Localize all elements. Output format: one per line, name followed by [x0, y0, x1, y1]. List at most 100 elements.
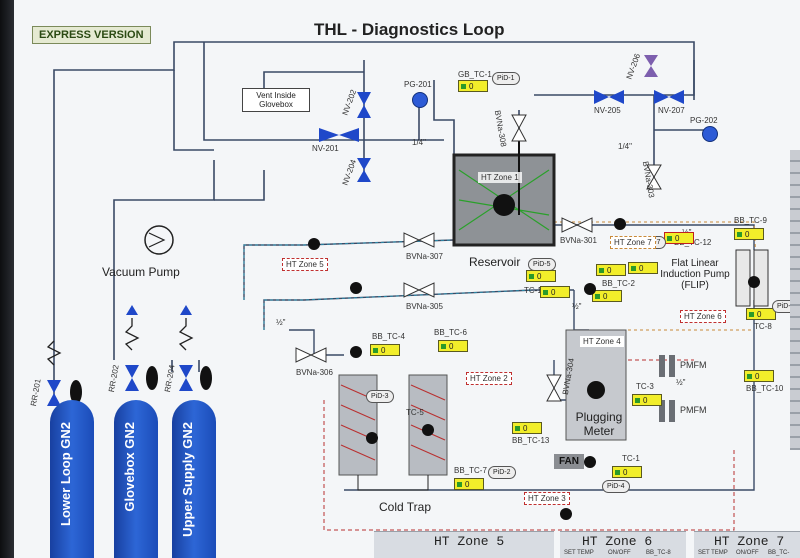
on-off-label-2: ON/OFF — [736, 550, 759, 556]
ht-zone-5-panel-title: HT Zone 5 — [434, 534, 505, 549]
tc-11-display: 0 — [540, 286, 570, 298]
tc-5-label: TC-5 — [406, 408, 424, 417]
blank-tc-display-1: 0 — [526, 270, 556, 282]
pmfm-label-1: PMFM — [680, 360, 707, 370]
status-dot-9 — [560, 508, 572, 520]
nv207-label: NV-207 — [658, 106, 685, 115]
bb-tc-8-label: BB_TC-8 — [646, 550, 671, 556]
bb-tc-2-label: BB_TC-2 — [602, 279, 635, 288]
pid-1-button[interactable]: PiD-1 — [492, 72, 520, 85]
bb-tc-12-display: 0 — [664, 232, 694, 244]
status-dot-8 — [422, 424, 434, 436]
nv201-label: NV-201 — [312, 144, 339, 153]
ht-zone-7-panel[interactable]: HT Zone 7 SET TEMP ON/OFF BB_TC- — [694, 531, 800, 558]
vac-branch — [214, 170, 265, 201]
ht-zone-3-label: HT Zone 3 — [524, 492, 570, 505]
pressure-gauge-pg202 — [702, 126, 718, 142]
tc-8-display: 0 — [746, 308, 776, 320]
bb-tc-10-label: BB_TC-10 — [746, 384, 784, 393]
gb-tc-1-display: 0 — [458, 80, 488, 92]
set-temp-label-1: SET TEMP — [564, 550, 594, 556]
reservoir-label: Reservoir — [469, 255, 521, 269]
ht-zone-2-label: HT Zone 2 — [466, 372, 512, 385]
ht-zone-5-panel[interactable]: HT Zone 5 — [374, 531, 554, 558]
valve-symbols — [47, 55, 684, 406]
tc-3-display: 0 — [632, 394, 662, 406]
bb-tc-4-label: BB_TC-4 — [372, 332, 405, 341]
vent-label: Vent Inside Glovebox — [242, 88, 310, 112]
pg202-label: PG-202 — [690, 116, 718, 125]
vacuum-pump-label: Vacuum Pump — [102, 265, 180, 279]
status-dot-5 — [584, 283, 596, 295]
diagram-screen: EXPRESS VERSION THL - Diagnostics Loop V… — [14, 0, 800, 558]
pid-4-button[interactable]: PiD-4 — [602, 480, 630, 493]
bb-tc-7-display: 0 — [454, 478, 484, 490]
express-version-badge: EXPRESS VERSION — [32, 26, 151, 44]
half-inch-label-1: ½" — [276, 318, 286, 327]
bb-tc-last-label: BB_TC- — [768, 550, 790, 556]
manifold-line — [173, 70, 214, 151]
tc-3-label: TC-3 — [636, 382, 654, 391]
ht-zone-5-label: HT Zone 5 — [282, 258, 328, 271]
bb-tc-4-display: 0 — [370, 344, 400, 356]
bb-tc-2-display: 0 — [592, 290, 622, 302]
bb-tc-7-label: BB_TC-7 — [454, 466, 487, 475]
bb-tc-13-display: 0 — [512, 422, 542, 434]
bb-tc-6-display: 0 — [438, 340, 468, 352]
ht-zone-7-panel-title: HT Zone 7 — [714, 534, 785, 549]
bvna306-line — [289, 329, 344, 356]
status-dot-2 — [350, 282, 362, 294]
gb-tc-1-label: GB_TC-1 — [458, 70, 492, 79]
tc-8-label: TC-8 — [754, 322, 772, 331]
upper-supply-gn2-cylinder: Upper Supply GN2 — [172, 400, 216, 558]
ht-zone-6-panel-title: HT Zone 6 — [582, 534, 653, 549]
gb-line — [433, 80, 455, 155]
return-line — [344, 300, 755, 491]
pid-2-button[interactable]: PiD-2 — [488, 466, 516, 479]
half-inch-label-2: ½" — [572, 302, 582, 311]
upper-gas-line — [53, 41, 695, 400]
cold-trap-label: Cold Trap — [379, 500, 432, 514]
status-dot-6 — [748, 276, 760, 288]
pmfm-label-2: PMFM — [680, 405, 707, 415]
set-temp-label-2: SET TEMP — [698, 550, 728, 556]
vacuum-line — [113, 160, 215, 360]
bb-tc-13-label: BB_TC-13 — [512, 436, 550, 445]
bvna306-label: BVNa-306 — [296, 368, 333, 377]
bvna305-label: BVNa-305 — [406, 302, 443, 311]
glovebox-gn2-label: Glovebox GN2 — [122, 422, 137, 512]
ht-zone-6-panel[interactable]: HT Zone 6 SET TEMP ON/OFF BB_TC-8 — [560, 531, 686, 558]
quarter-inch-label-2: 1/4" — [618, 142, 632, 151]
bvna307-label: BVNa-307 — [406, 252, 443, 261]
ht-zone-6-label: HT Zone 6 — [680, 310, 726, 323]
tc-1-display: 0 — [612, 466, 642, 478]
ht-zone-4-label: HT Zone 4 — [580, 336, 624, 347]
on-off-label-1: ON/OFF — [608, 550, 631, 556]
status-dot-7 — [366, 432, 378, 444]
pid-3-button[interactable]: PiD-3 — [366, 390, 394, 403]
bb-tc-6-label: BB_TC-6 — [434, 328, 467, 337]
bb-tc-9-label: BB_TC-9 — [734, 216, 767, 225]
lower-loop-gn2-label: Lower Loop GN2 — [58, 422, 73, 526]
pressure-gauge-pg201 — [412, 92, 428, 108]
nv205-line — [534, 60, 695, 96]
monitor-bezel — [0, 0, 14, 558]
upper-supply-gn2-label: Upper Supply GN2 — [180, 422, 195, 537]
nv205-label: NV-205 — [594, 106, 621, 115]
glovebox-gn2-cylinder: Glovebox GN2 — [114, 400, 158, 558]
bvna301-label: BVNa-301 — [560, 236, 597, 245]
pg201-label: PG-201 — [404, 80, 432, 89]
vacuum-pump-symbol — [144, 225, 174, 255]
bb-tc-10-display: 0 — [744, 370, 774, 382]
tc-11-label: TC-11 — [524, 286, 546, 295]
blank-tc-display-3: 0 — [628, 262, 658, 274]
zone3-trace — [323, 400, 735, 531]
lower-loop-gn2-cylinder: Lower Loop GN2 — [50, 400, 94, 558]
fan-button[interactable]: FAN — [554, 454, 584, 469]
side-scroll-strip[interactable] — [790, 150, 800, 450]
quarter-inch-label-1: 1/4" — [412, 138, 426, 147]
status-dot-4 — [614, 218, 626, 230]
flip-label: Flat Linear Induction Pump (FLIP) — [660, 258, 730, 291]
page-title: THL - Diagnostics Loop — [314, 20, 505, 39]
glovebox-line — [203, 42, 444, 141]
